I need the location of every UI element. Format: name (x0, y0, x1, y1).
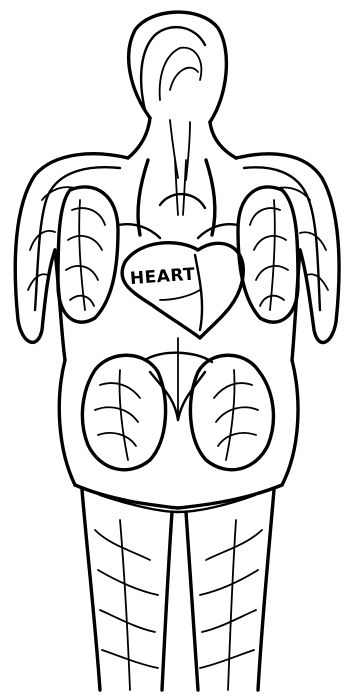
pelvis (75, 485, 282, 512)
heart-label: HEART (129, 265, 196, 290)
left-abdominal-organ (82, 355, 165, 470)
great-vessels (118, 160, 238, 238)
left-arm (15, 154, 128, 343)
abdominal-vessels (145, 338, 212, 420)
head (129, 12, 227, 122)
left-lung (58, 187, 118, 322)
heart: HEART (122, 243, 243, 338)
left-leg (82, 490, 172, 690)
right-lung (238, 187, 298, 322)
right-leg (186, 490, 274, 690)
right-abdominal-organ (190, 355, 273, 470)
